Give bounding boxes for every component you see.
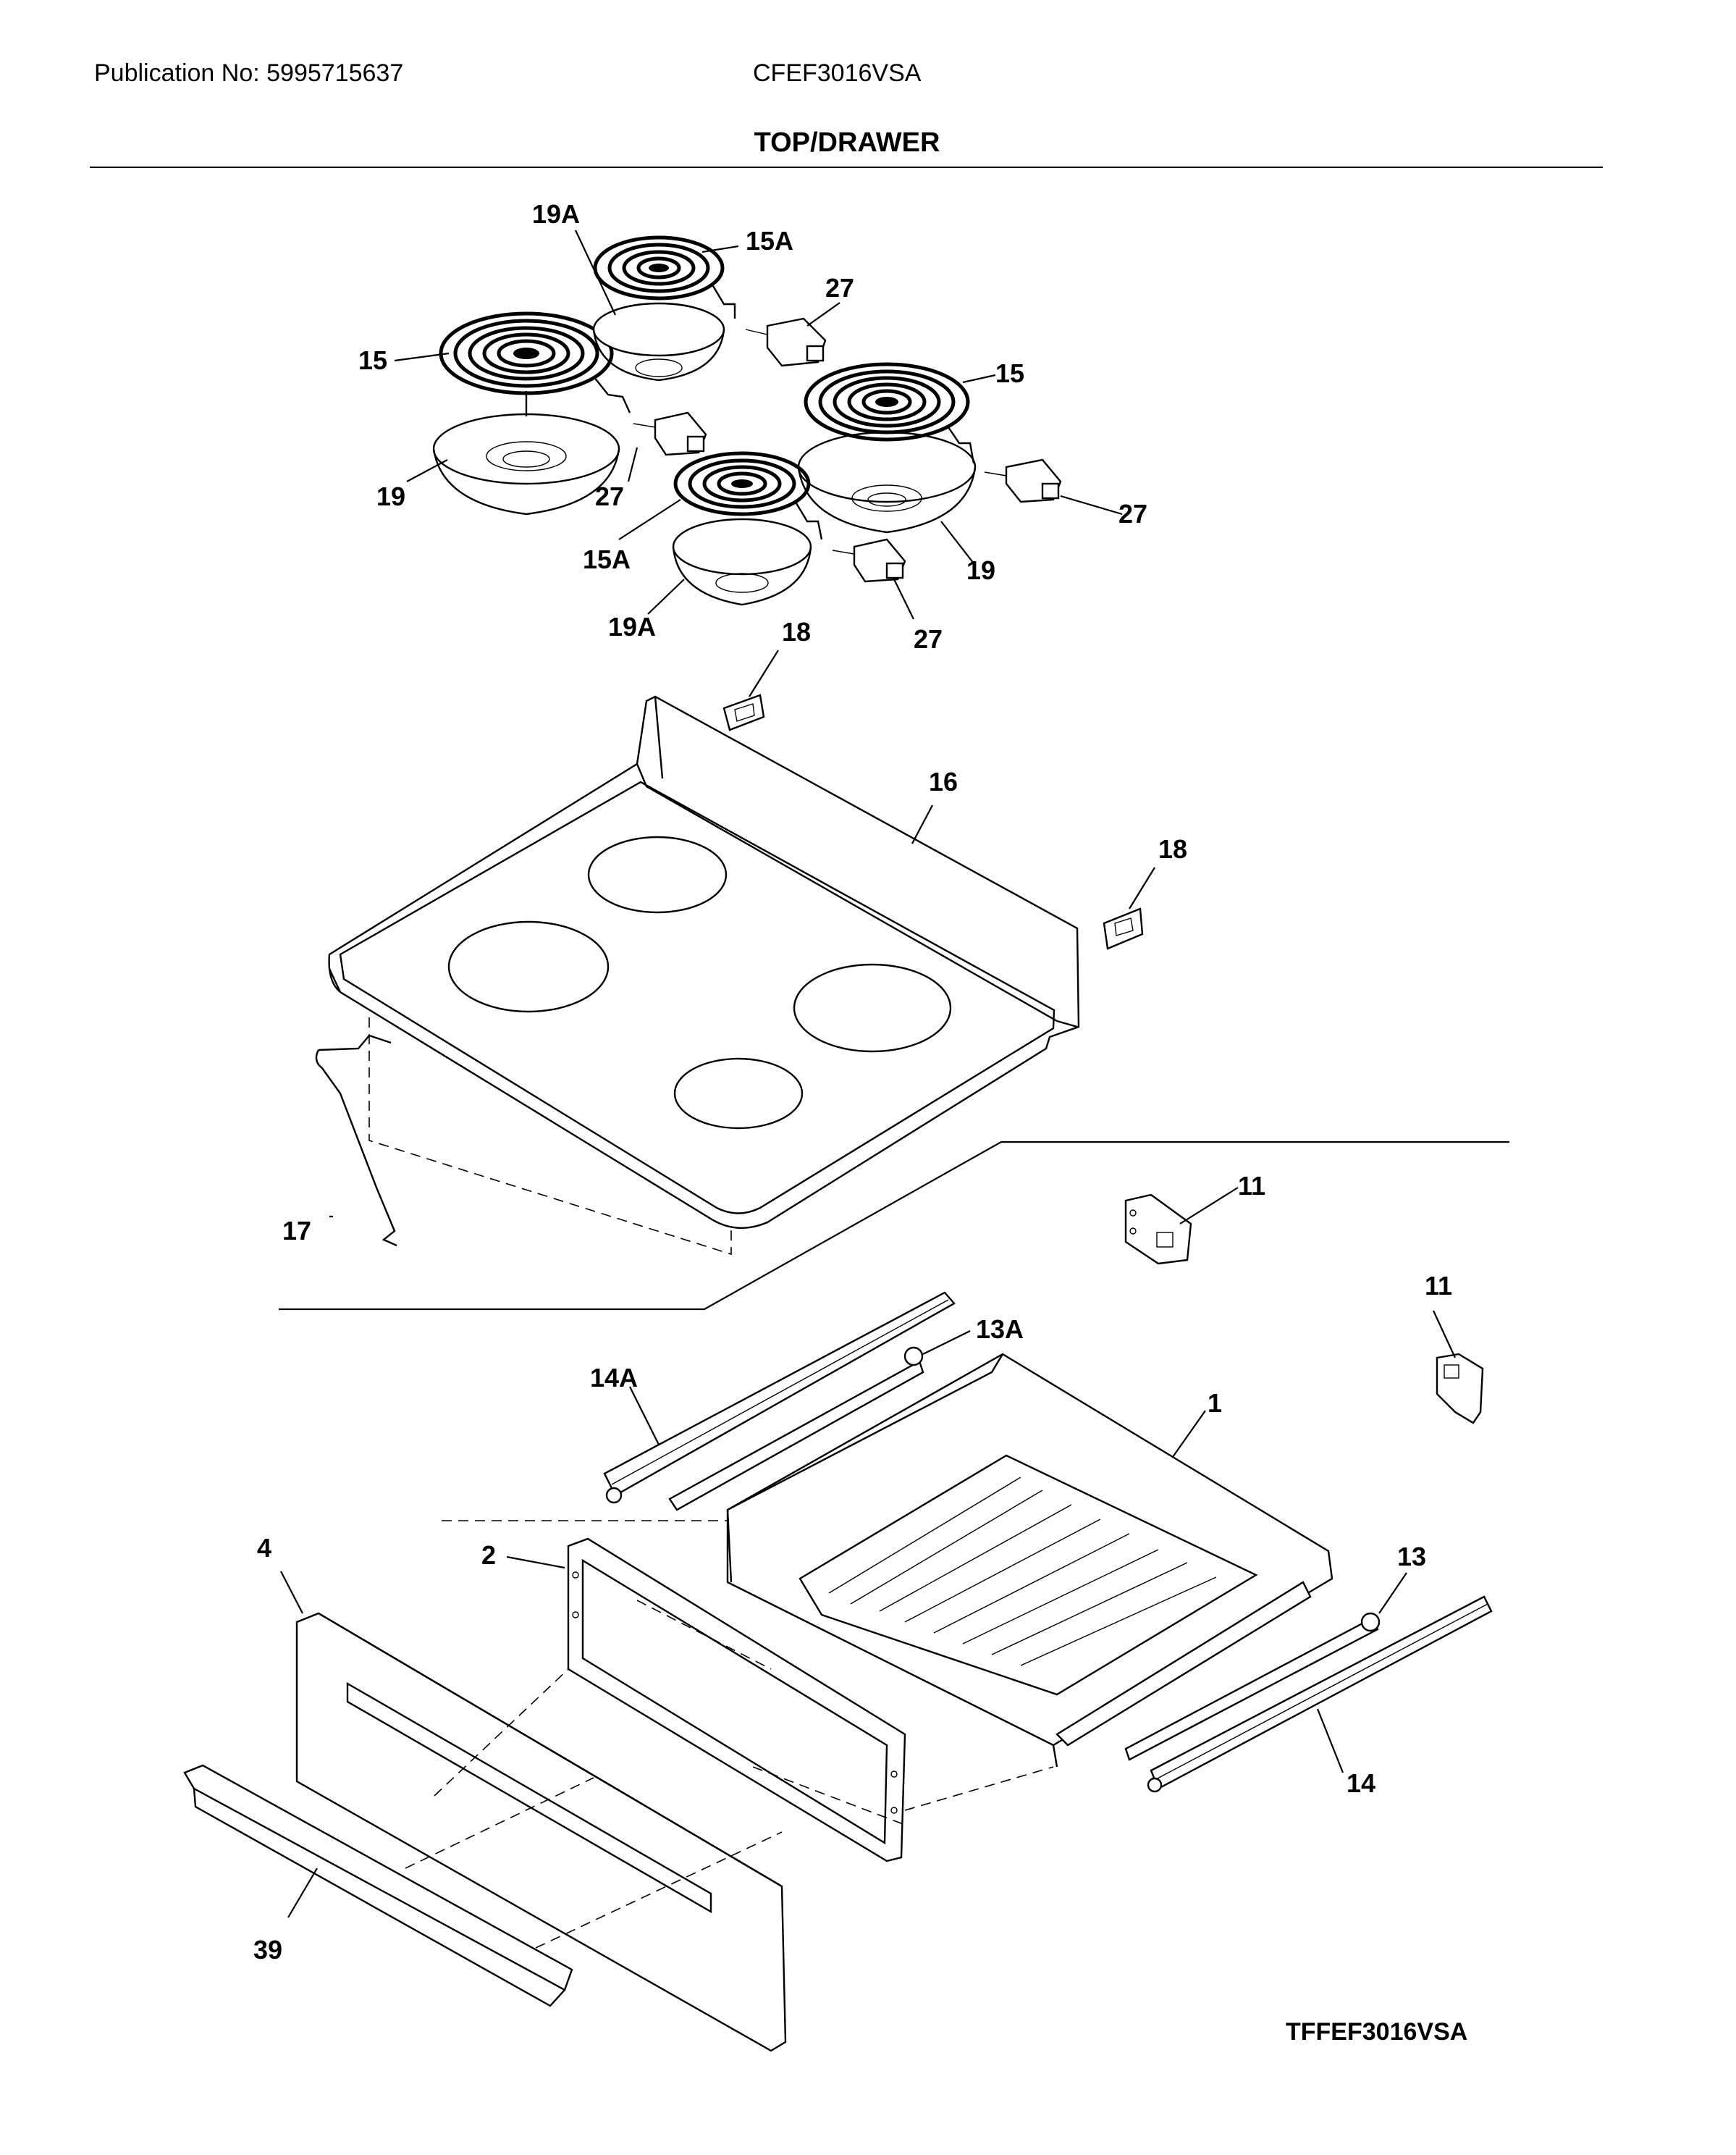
diagram-code: TFFEF3016VSA: [1286, 2018, 1468, 2046]
label-14a: 14A: [590, 1363, 638, 1392]
label-15-right: 15: [995, 358, 1024, 388]
label-16: 16: [929, 767, 958, 797]
receptacle-bottom: [832, 538, 906, 583]
label-15a-top: 15A: [746, 226, 793, 256]
assembly-line-7: [535, 1831, 783, 1949]
surface-element-small-top: [593, 235, 736, 319]
section-separator: [279, 1140, 1509, 1311]
top-support-rod: [315, 1034, 397, 1247]
surface-element-small-bottom: [673, 451, 823, 540]
label-2: 2: [481, 1540, 496, 1570]
assembly-line-2: [636, 1600, 772, 1670]
label-27-bottom: 27: [914, 624, 943, 654]
label-1: 1: [1208, 1388, 1222, 1418]
label-19-left: 19: [376, 482, 405, 511]
label-15a-bottom: 15A: [583, 545, 631, 574]
drawer-front-panel: [295, 1612, 787, 2052]
receptacle-top: [745, 317, 827, 367]
drawer-body: [726, 1353, 1333, 1768]
label-13: 13: [1397, 1542, 1426, 1571]
assembly-line-6: [405, 1777, 594, 1869]
main-top: [328, 695, 1080, 1256]
label-39: 39: [253, 1935, 282, 1965]
label-18-top: 18: [782, 617, 811, 647]
surface-element-large-right: [804, 362, 975, 464]
label-27-right: 27: [1118, 499, 1147, 529]
drawer-slide-right: [1124, 1595, 1493, 1793]
assembly-line-4: [752, 1766, 906, 1826]
drip-bowl-large-left: [432, 413, 620, 516]
assembly-line-5: [434, 1668, 569, 1797]
top-bracket-left: [722, 694, 765, 731]
drip-bowl-large-right: [797, 431, 977, 534]
top-bracket-right: [1103, 907, 1144, 950]
surface-element-large-left: [439, 311, 631, 416]
drip-bowl-small-bottom: [672, 518, 812, 606]
drawer-bracket-lower: [1436, 1353, 1484, 1424]
label-13a: 13A: [976, 1314, 1024, 1344]
publication-number: Publication No: 5995715637: [94, 59, 404, 87]
drawer-bracket-upper: [1124, 1193, 1192, 1265]
header-rule: [90, 167, 1603, 168]
model-number: CFEF3016VSA: [753, 59, 922, 87]
drip-bowl-small-top: [592, 302, 725, 382]
label-19a-bottom: 19A: [608, 612, 656, 642]
label-15-left: 15: [358, 345, 387, 375]
label-14: 14: [1347, 1768, 1375, 1798]
drawer-slide-left: [603, 1291, 956, 1511]
label-11-lower: 11: [1425, 1271, 1452, 1301]
receptacle-mid: [633, 411, 707, 456]
label-17: 17: [282, 1216, 311, 1245]
label-11-upper: 11: [1238, 1171, 1265, 1201]
leader-lines: [280, 230, 1456, 1918]
label-19-right: 19: [966, 555, 995, 585]
label-27-top: 27: [825, 273, 854, 303]
label-27-mid: 27: [595, 482, 624, 511]
assembly-line-3: [904, 1766, 1054, 1811]
label-19a-top: 19A: [532, 199, 580, 229]
section-title: TOP/DRAWER: [754, 127, 940, 158]
label-18-right: 18: [1158, 834, 1187, 864]
drawer-handle: [183, 1764, 573, 2007]
label-4: 4: [257, 1533, 271, 1563]
receptacle-right: [984, 458, 1062, 503]
